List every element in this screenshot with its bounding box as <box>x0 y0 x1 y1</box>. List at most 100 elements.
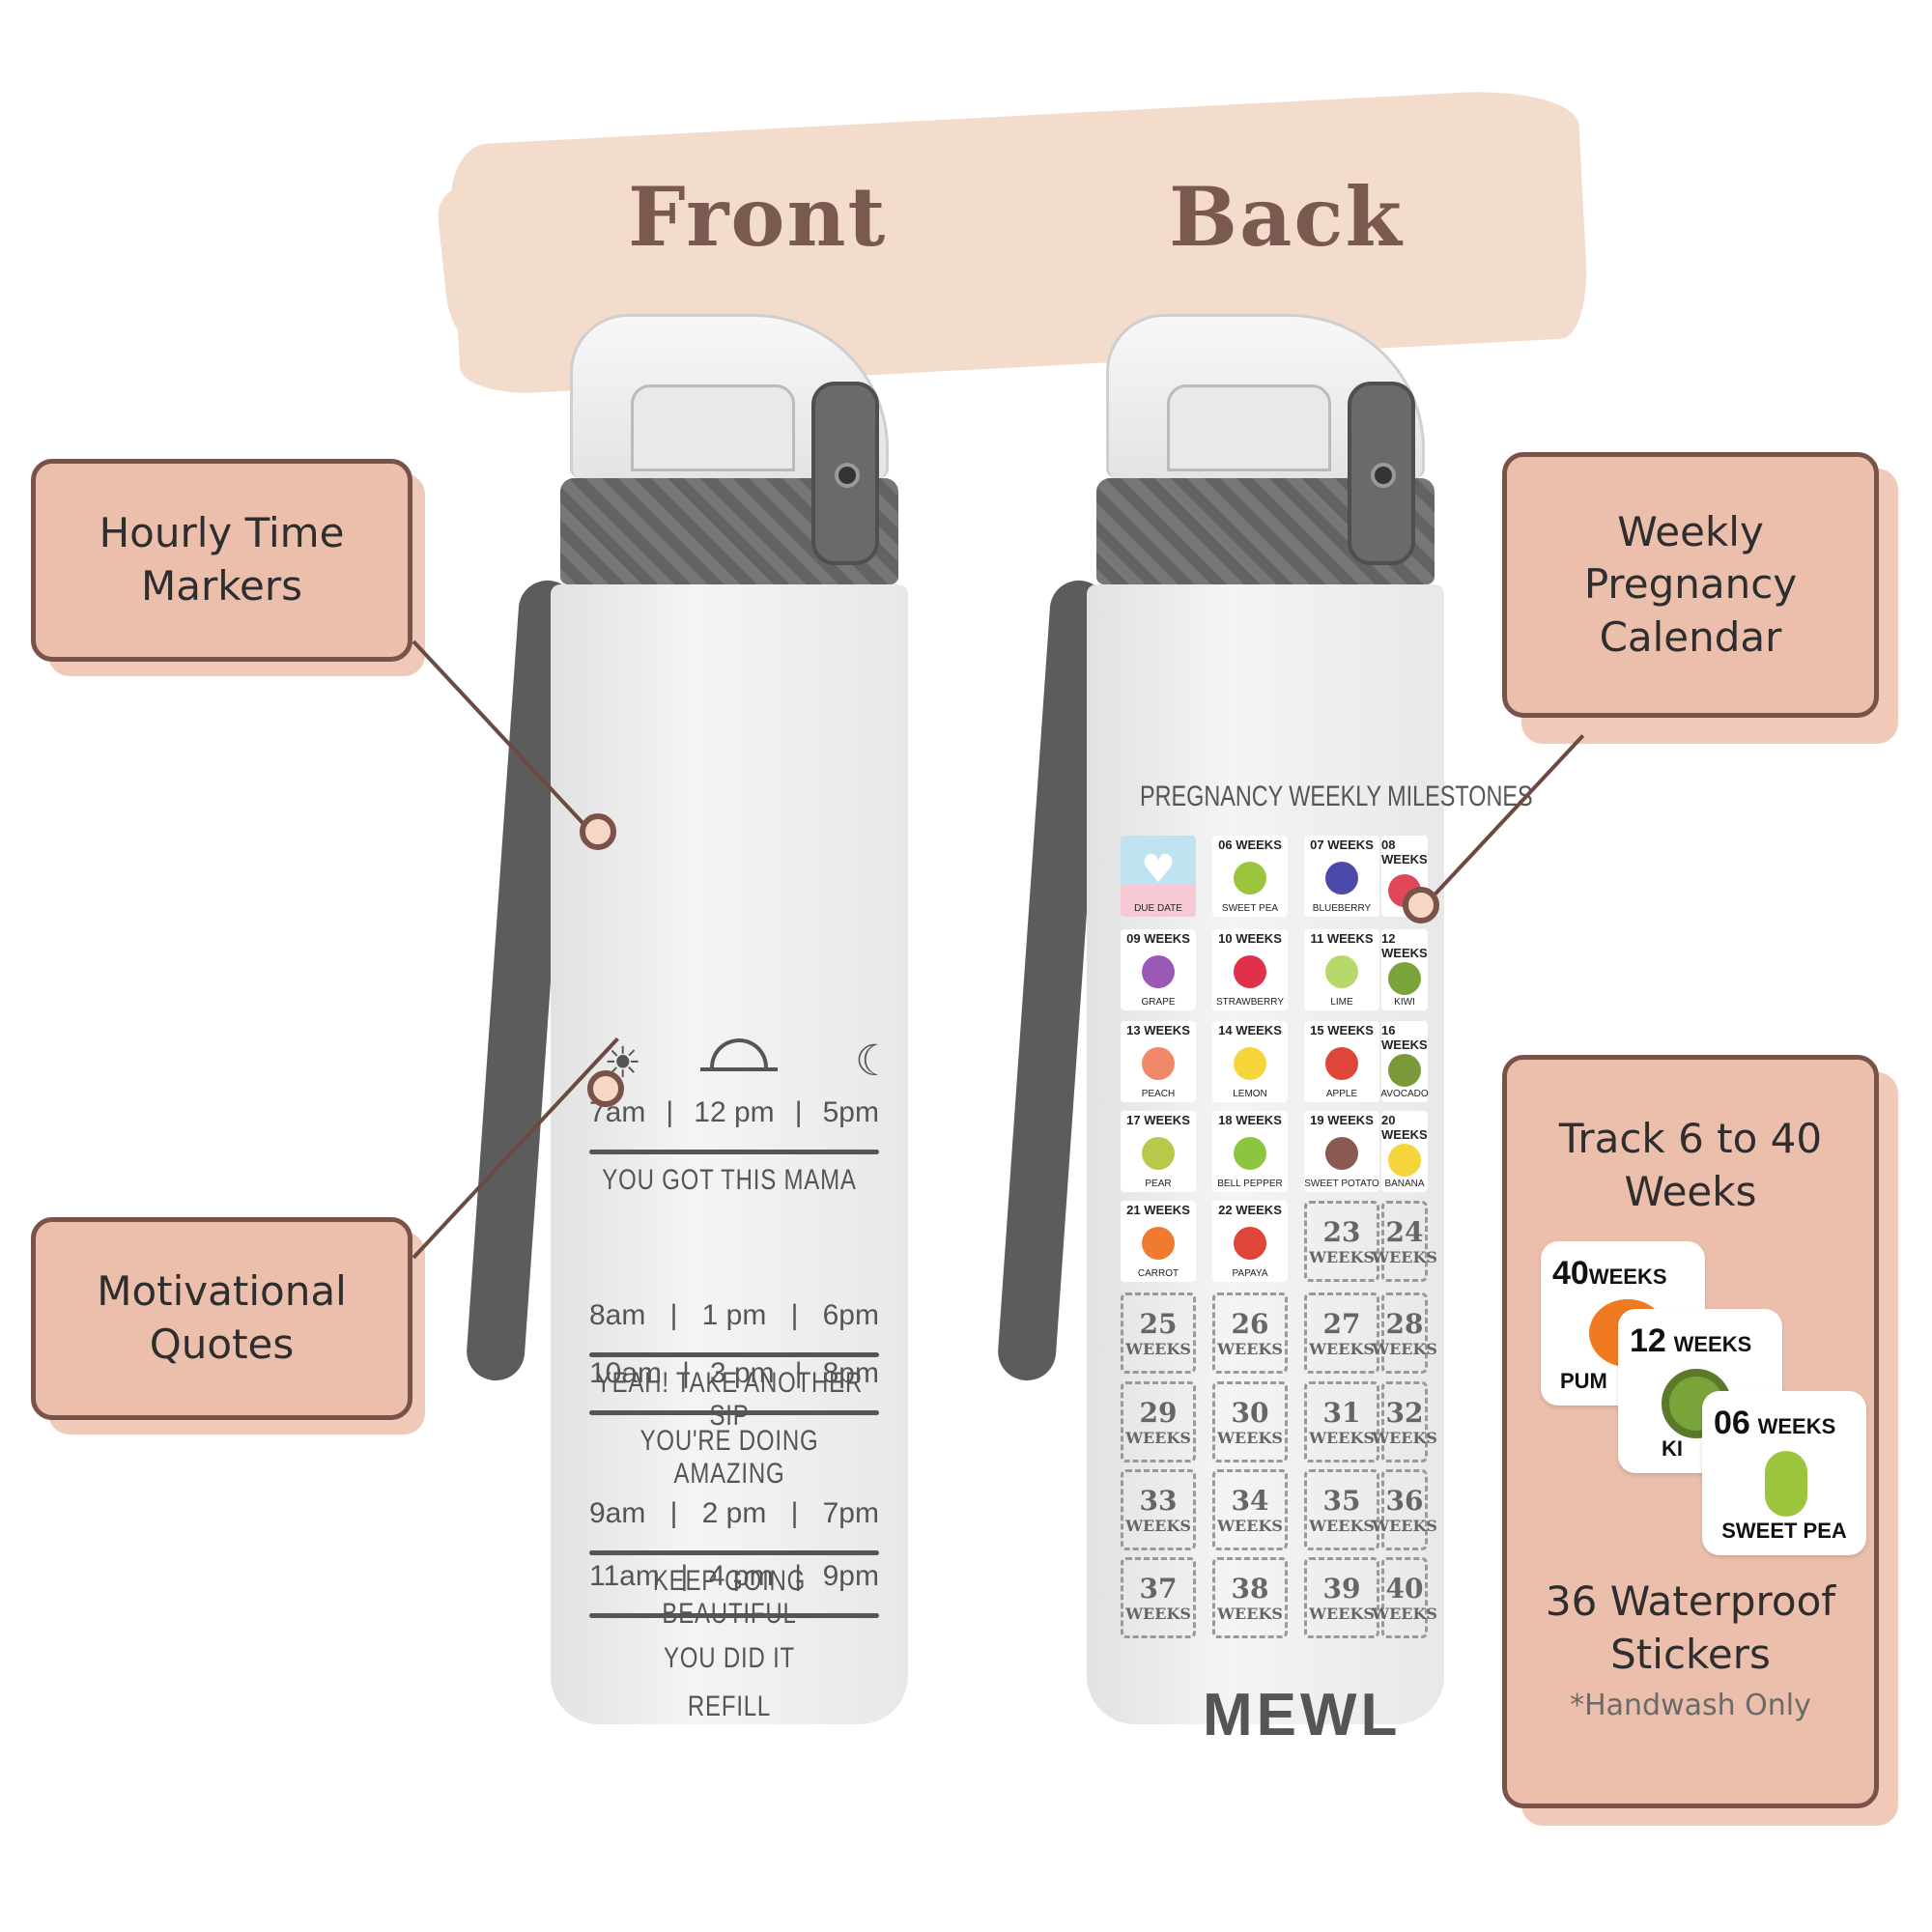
week-sticker-cell: 21 WEEKS CARROT <box>1121 1201 1196 1282</box>
milestones-title: PREGNANCY WEEKLY MILESTONES <box>1140 781 1533 812</box>
week-sticker-cell: 13 WEEKS PEACH <box>1121 1021 1196 1102</box>
week-sticker-cell: 16 WEEKS AVOCADO <box>1380 1021 1429 1102</box>
fruit-icon <box>1142 1136 1175 1170</box>
fruit-icon <box>1234 1046 1266 1080</box>
quote-1: YOU GOT THIS MAMA <box>602 1164 857 1196</box>
week-label: 08 WEEKS <box>1381 838 1428 867</box>
time-row-3: 9am|2 pm|7pm <box>589 1497 879 1529</box>
fruit-name: BLUEBERRY <box>1312 903 1372 914</box>
fruit-name: PAPAYA <box>1232 1268 1268 1279</box>
empty-week-cell: 34 WEEKS <box>1212 1469 1288 1550</box>
week-label: 21 WEEKS <box>1126 1203 1190 1217</box>
week-label: 14 WEEKS <box>1218 1023 1282 1037</box>
fill-line-5 <box>589 1613 879 1618</box>
week-sticker-cell: 12 WEEKS KIWI <box>1381 929 1428 1010</box>
week-label: 07 WEEKS <box>1310 838 1374 852</box>
empty-week-cell: 31 WEEKS <box>1304 1381 1379 1463</box>
fruit-icon <box>1234 1136 1266 1170</box>
empty-week-cell: 36 WEEKS <box>1372 1469 1437 1550</box>
quote-2: YEAH! TAKE ANOTHER SIP <box>595 1367 864 1432</box>
motivational-callout: Motivational Quotes <box>31 1217 412 1420</box>
fruit-name: LEMON <box>1233 1089 1267 1099</box>
front-bottle: ☀ ☾ 7am|12 pm|5pm YOU GOT THIS MAMA 8am|… <box>551 314 908 1821</box>
back-heading: Back <box>1169 169 1404 265</box>
fruit-name: CARROT <box>1137 1268 1179 1279</box>
fruit-name: PEAR <box>1145 1179 1172 1189</box>
week-label: 18 WEEKS <box>1218 1113 1282 1127</box>
week-sticker-cell: 11 WEEKS LIME <box>1304 929 1379 1010</box>
sample-sticker-06: 06 WEEKS SWEET PEA <box>1702 1391 1866 1555</box>
week-sticker-cell: 20 WEEKS BANANA <box>1381 1111 1428 1192</box>
week-sticker-cell: 18 WEEKS BELL PEPPER <box>1212 1111 1288 1192</box>
week-sticker-cell: 06 WEEKS SWEET PEA <box>1212 836 1288 917</box>
fruit-icon <box>1325 954 1358 988</box>
fruit-name: LIME <box>1330 997 1353 1008</box>
due-date-cell: ♥ DUE DATE <box>1121 836 1196 917</box>
fruit-icon <box>1142 954 1175 988</box>
fruit-icon <box>1388 1054 1421 1087</box>
empty-week-cell: 26 WEEKS <box>1212 1293 1288 1374</box>
empty-week-cell: 23 WEEKS <box>1304 1201 1379 1282</box>
empty-week-cell: 40 WEEKS <box>1372 1557 1437 1638</box>
week-sticker-cell: 19 WEEKS SWEET POTATO <box>1304 1111 1379 1192</box>
moon-icon: ☾ <box>855 1037 894 1086</box>
empty-week-cell: 37 WEEKS <box>1121 1557 1196 1638</box>
fill-line-1 <box>589 1150 879 1154</box>
week-sticker-cell: 17 WEEKS PEAR <box>1121 1111 1196 1192</box>
fruit-icon <box>1388 962 1421 995</box>
week-sticker-cell: 14 WEEKS LEMON <box>1212 1021 1288 1102</box>
week-label: 19 WEEKS <box>1310 1113 1374 1127</box>
fruit-icon <box>1142 1226 1175 1260</box>
front-heading: Front <box>628 169 888 265</box>
week-label: 06 WEEKS <box>1218 838 1282 852</box>
hourly-marker-dot <box>580 813 616 850</box>
week-label: 20 WEEKS <box>1381 1113 1428 1142</box>
week-sticker-cell: 07 WEEKS BLUEBERRY <box>1304 836 1379 917</box>
quote-5: YOU DID IT <box>663 1642 795 1674</box>
empty-week-cell: 28 WEEKS <box>1372 1293 1437 1374</box>
empty-week-cell: 32 WEEKS <box>1372 1381 1437 1463</box>
fruit-icon <box>1388 1144 1421 1177</box>
fruit-name: PEACH <box>1141 1089 1176 1099</box>
week-label: 11 WEEKS <box>1310 931 1374 946</box>
week-label: 15 WEEKS <box>1310 1023 1374 1037</box>
week-label: 10 WEEKS <box>1218 931 1282 946</box>
empty-week-cell: 29 WEEKS <box>1121 1381 1196 1463</box>
fruit-icon <box>1325 1136 1358 1170</box>
back-latch <box>1348 382 1415 565</box>
empty-week-cell: 39 WEEKS <box>1304 1557 1379 1638</box>
heart-icon: ♥ <box>1141 847 1176 892</box>
empty-week-cell: 33 WEEKS <box>1121 1469 1196 1550</box>
fruit-name: KIWI <box>1394 997 1415 1008</box>
week-label: 09 WEEKS <box>1126 931 1190 946</box>
fruit-name: GRAPE <box>1141 997 1176 1008</box>
empty-week-cell: 25 WEEKS <box>1121 1293 1196 1374</box>
front-latch <box>811 382 879 565</box>
fruit-name: BANANA <box>1384 1179 1425 1189</box>
week-label: 13 WEEKS <box>1126 1023 1190 1037</box>
week-label: 17 WEEKS <box>1126 1113 1190 1127</box>
fruit-name: STRAWBERRY <box>1215 997 1284 1008</box>
weekly-marker-dot <box>1403 887 1439 923</box>
weekly-connector <box>1423 734 1585 907</box>
empty-week-cell: 24 WEEKS <box>1372 1201 1437 1282</box>
motivational-marker-dot <box>587 1070 624 1107</box>
fill-line-4 <box>589 1410 879 1415</box>
brand-logo: MEWL <box>1203 1682 1402 1748</box>
fruit-icon <box>1325 861 1358 895</box>
fruit-icon <box>1325 1046 1358 1080</box>
week-sticker-cell: 22 WEEKS PAPAYA <box>1212 1201 1288 1282</box>
fruit-name: SWEET PEA <box>1221 903 1279 914</box>
fruit-name: APPLE <box>1325 1089 1358 1099</box>
sunset-icon <box>710 1038 768 1067</box>
time-row-1: 7am|12 pm|5pm <box>589 1096 879 1128</box>
empty-week-cell: 35 WEEKS <box>1304 1469 1379 1550</box>
hourly-callout: Hourly Time Markers <box>31 459 412 662</box>
front-bottle-body: ☀ ☾ 7am|12 pm|5pm YOU GOT THIS MAMA 8am|… <box>551 584 908 1724</box>
fruit-icon <box>1234 861 1266 895</box>
quote-4: YOU'RE DOING AMAZING <box>639 1425 819 1490</box>
empty-week-cell: 30 WEEKS <box>1212 1381 1288 1463</box>
week-sticker-cell: 10 WEEKS STRAWBERRY <box>1212 929 1288 1010</box>
fill-line-2 <box>589 1352 879 1357</box>
empty-week-cell: 38 WEEKS <box>1212 1557 1288 1638</box>
